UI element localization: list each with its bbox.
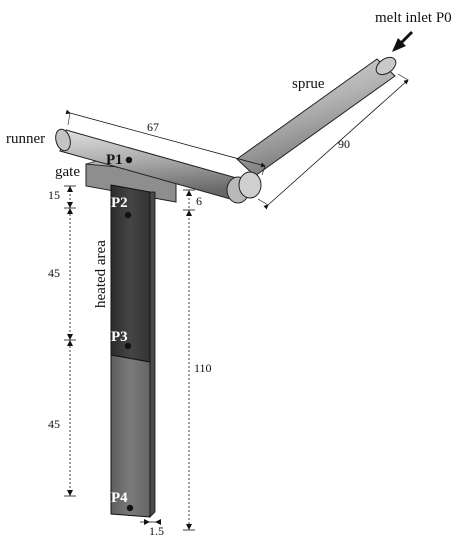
p4-label: P4 <box>111 490 128 506</box>
melt-inlet-label: melt inlet P0 <box>375 10 452 26</box>
dim-gate-depth-value: 6 <box>196 194 202 208</box>
p3-label: P3 <box>111 329 128 345</box>
p1-dot <box>125 156 133 164</box>
dim-thickness <box>140 519 161 525</box>
dim-right-chain <box>183 189 195 531</box>
dim-sprue-length <box>257 73 409 210</box>
p3-dot <box>124 342 132 350</box>
gate-label: gate <box>55 164 80 180</box>
specimen-bar <box>110 184 156 518</box>
dim-lower-section-value: 45 <box>48 417 60 431</box>
dim-total-length-value: 110 <box>194 361 212 375</box>
dim-sprue-length-value: 90 <box>338 137 350 151</box>
p2-dot <box>124 211 132 219</box>
dim-runner-length-value: 67 <box>147 120 159 134</box>
heated-area-label: heated area <box>93 240 109 308</box>
junction <box>226 171 262 204</box>
p1-label: P1 <box>106 152 123 168</box>
sprue-label: sprue <box>292 76 325 92</box>
dim-left-chain <box>64 185 76 497</box>
runner-label: runner <box>6 131 45 147</box>
dim-thickness-value: 1.5 <box>149 524 164 538</box>
p4-dot <box>126 504 134 512</box>
sprue-pipe <box>236 56 397 177</box>
dim-gate-top-value: 15 <box>48 188 60 202</box>
p2-label: P2 <box>111 195 128 211</box>
dim-upper-section-value: 45 <box>48 266 60 280</box>
melt-inlet-arrow <box>392 30 414 52</box>
